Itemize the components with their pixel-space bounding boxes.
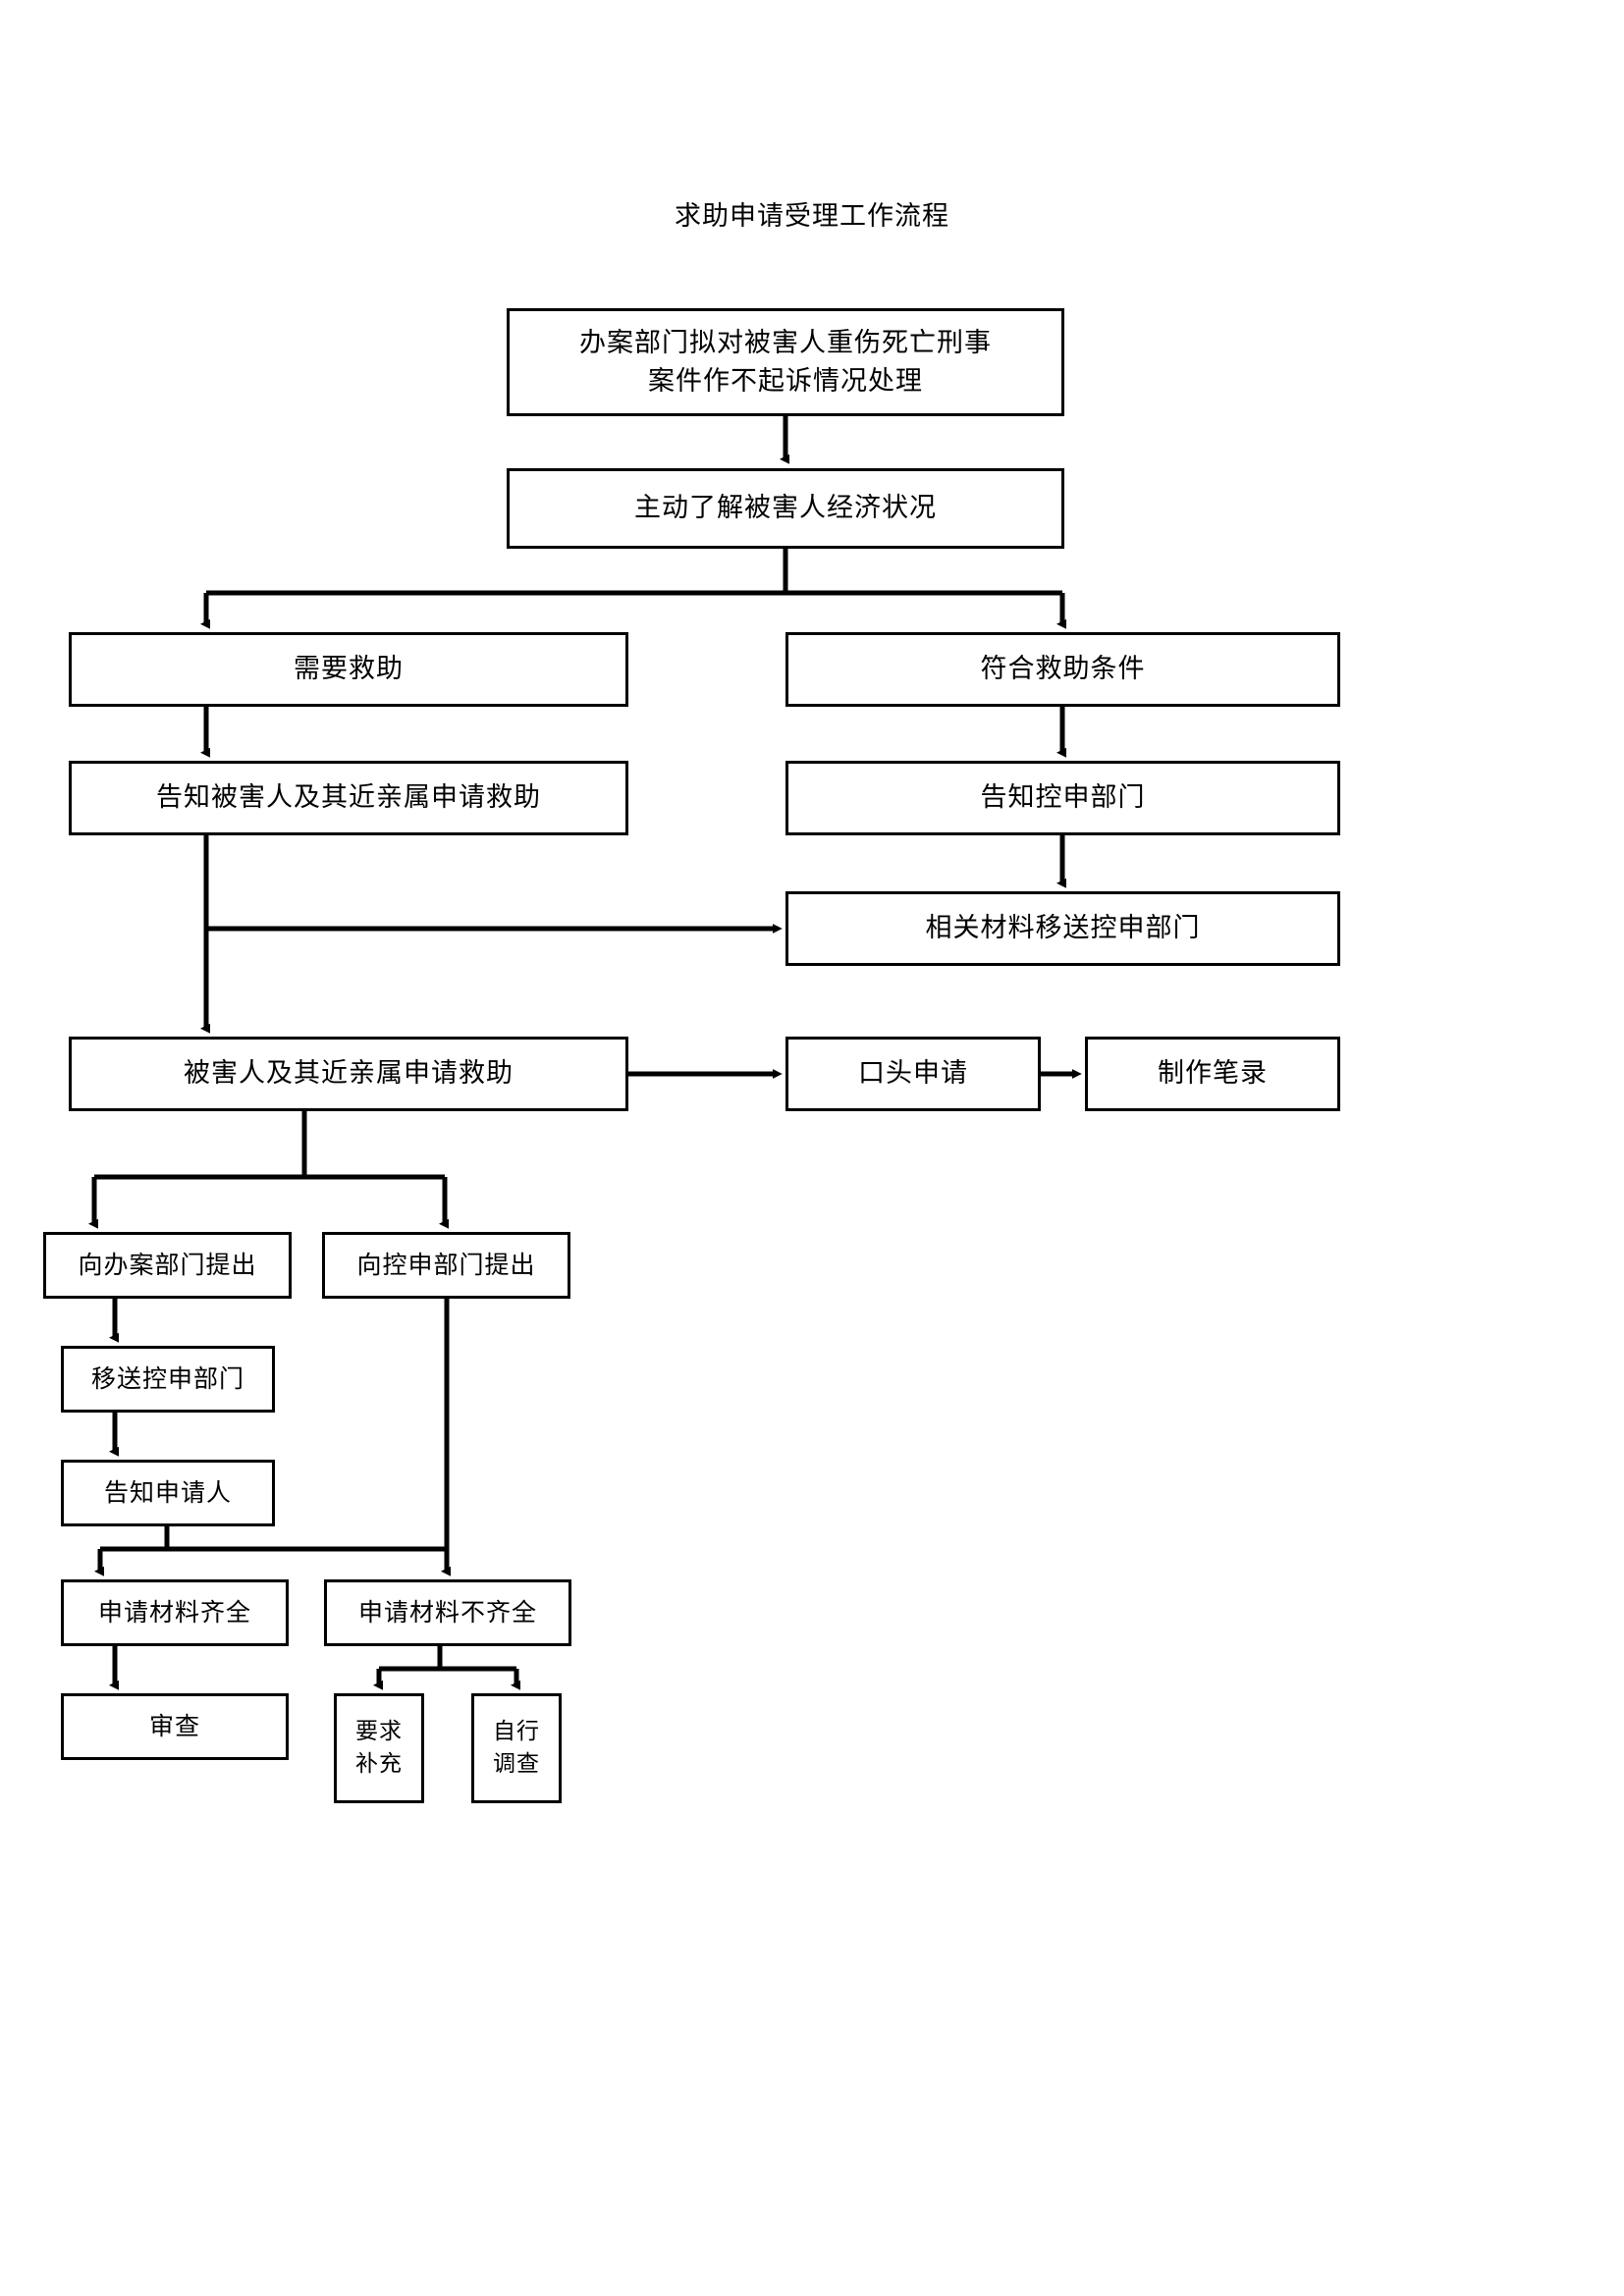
node-box-n17[interactable]: 审查 <box>61 1693 289 1760</box>
node-box-n16[interactable]: 申请材料不齐全 <box>324 1579 571 1646</box>
node-box-n10[interactable]: 制作笔录 <box>1085 1037 1340 1111</box>
node-box-n8[interactable]: 被害人及其近亲属申请救助 <box>69 1037 628 1111</box>
node-box-n12[interactable]: 向控申部门提出 <box>322 1232 570 1299</box>
node-box-n11[interactable]: 向办案部门提出 <box>43 1232 292 1299</box>
node-box-n14[interactable]: 告知申请人 <box>61 1460 275 1526</box>
node-box-n9[interactable]: 口头申请 <box>785 1037 1041 1111</box>
node-box-n7[interactable]: 相关材料移送控申部门 <box>785 891 1340 966</box>
node-box-n5[interactable]: 告知被害人及其近亲属申请救助 <box>69 761 628 835</box>
node-box-n18[interactable]: 要求 补充 <box>334 1693 424 1803</box>
node-box-n6[interactable]: 告知控申部门 <box>785 761 1340 835</box>
node-box-n1[interactable]: 办案部门拟对被害人重伤死亡刑事 案件作不起诉情况处理 <box>507 308 1064 416</box>
page-title: 求助申请受理工作流程 <box>675 201 949 232</box>
node-box-n2[interactable]: 主动了解被害人经济状况 <box>507 468 1064 549</box>
node-box-n3[interactable]: 需要救助 <box>69 632 628 707</box>
node-box-n13[interactable]: 移送控申部门 <box>61 1346 275 1413</box>
node-box-n15[interactable]: 申请材料齐全 <box>61 1579 289 1646</box>
node-box-n4[interactable]: 符合救助条件 <box>785 632 1340 707</box>
node-box-n19[interactable]: 自行 调查 <box>471 1693 562 1803</box>
